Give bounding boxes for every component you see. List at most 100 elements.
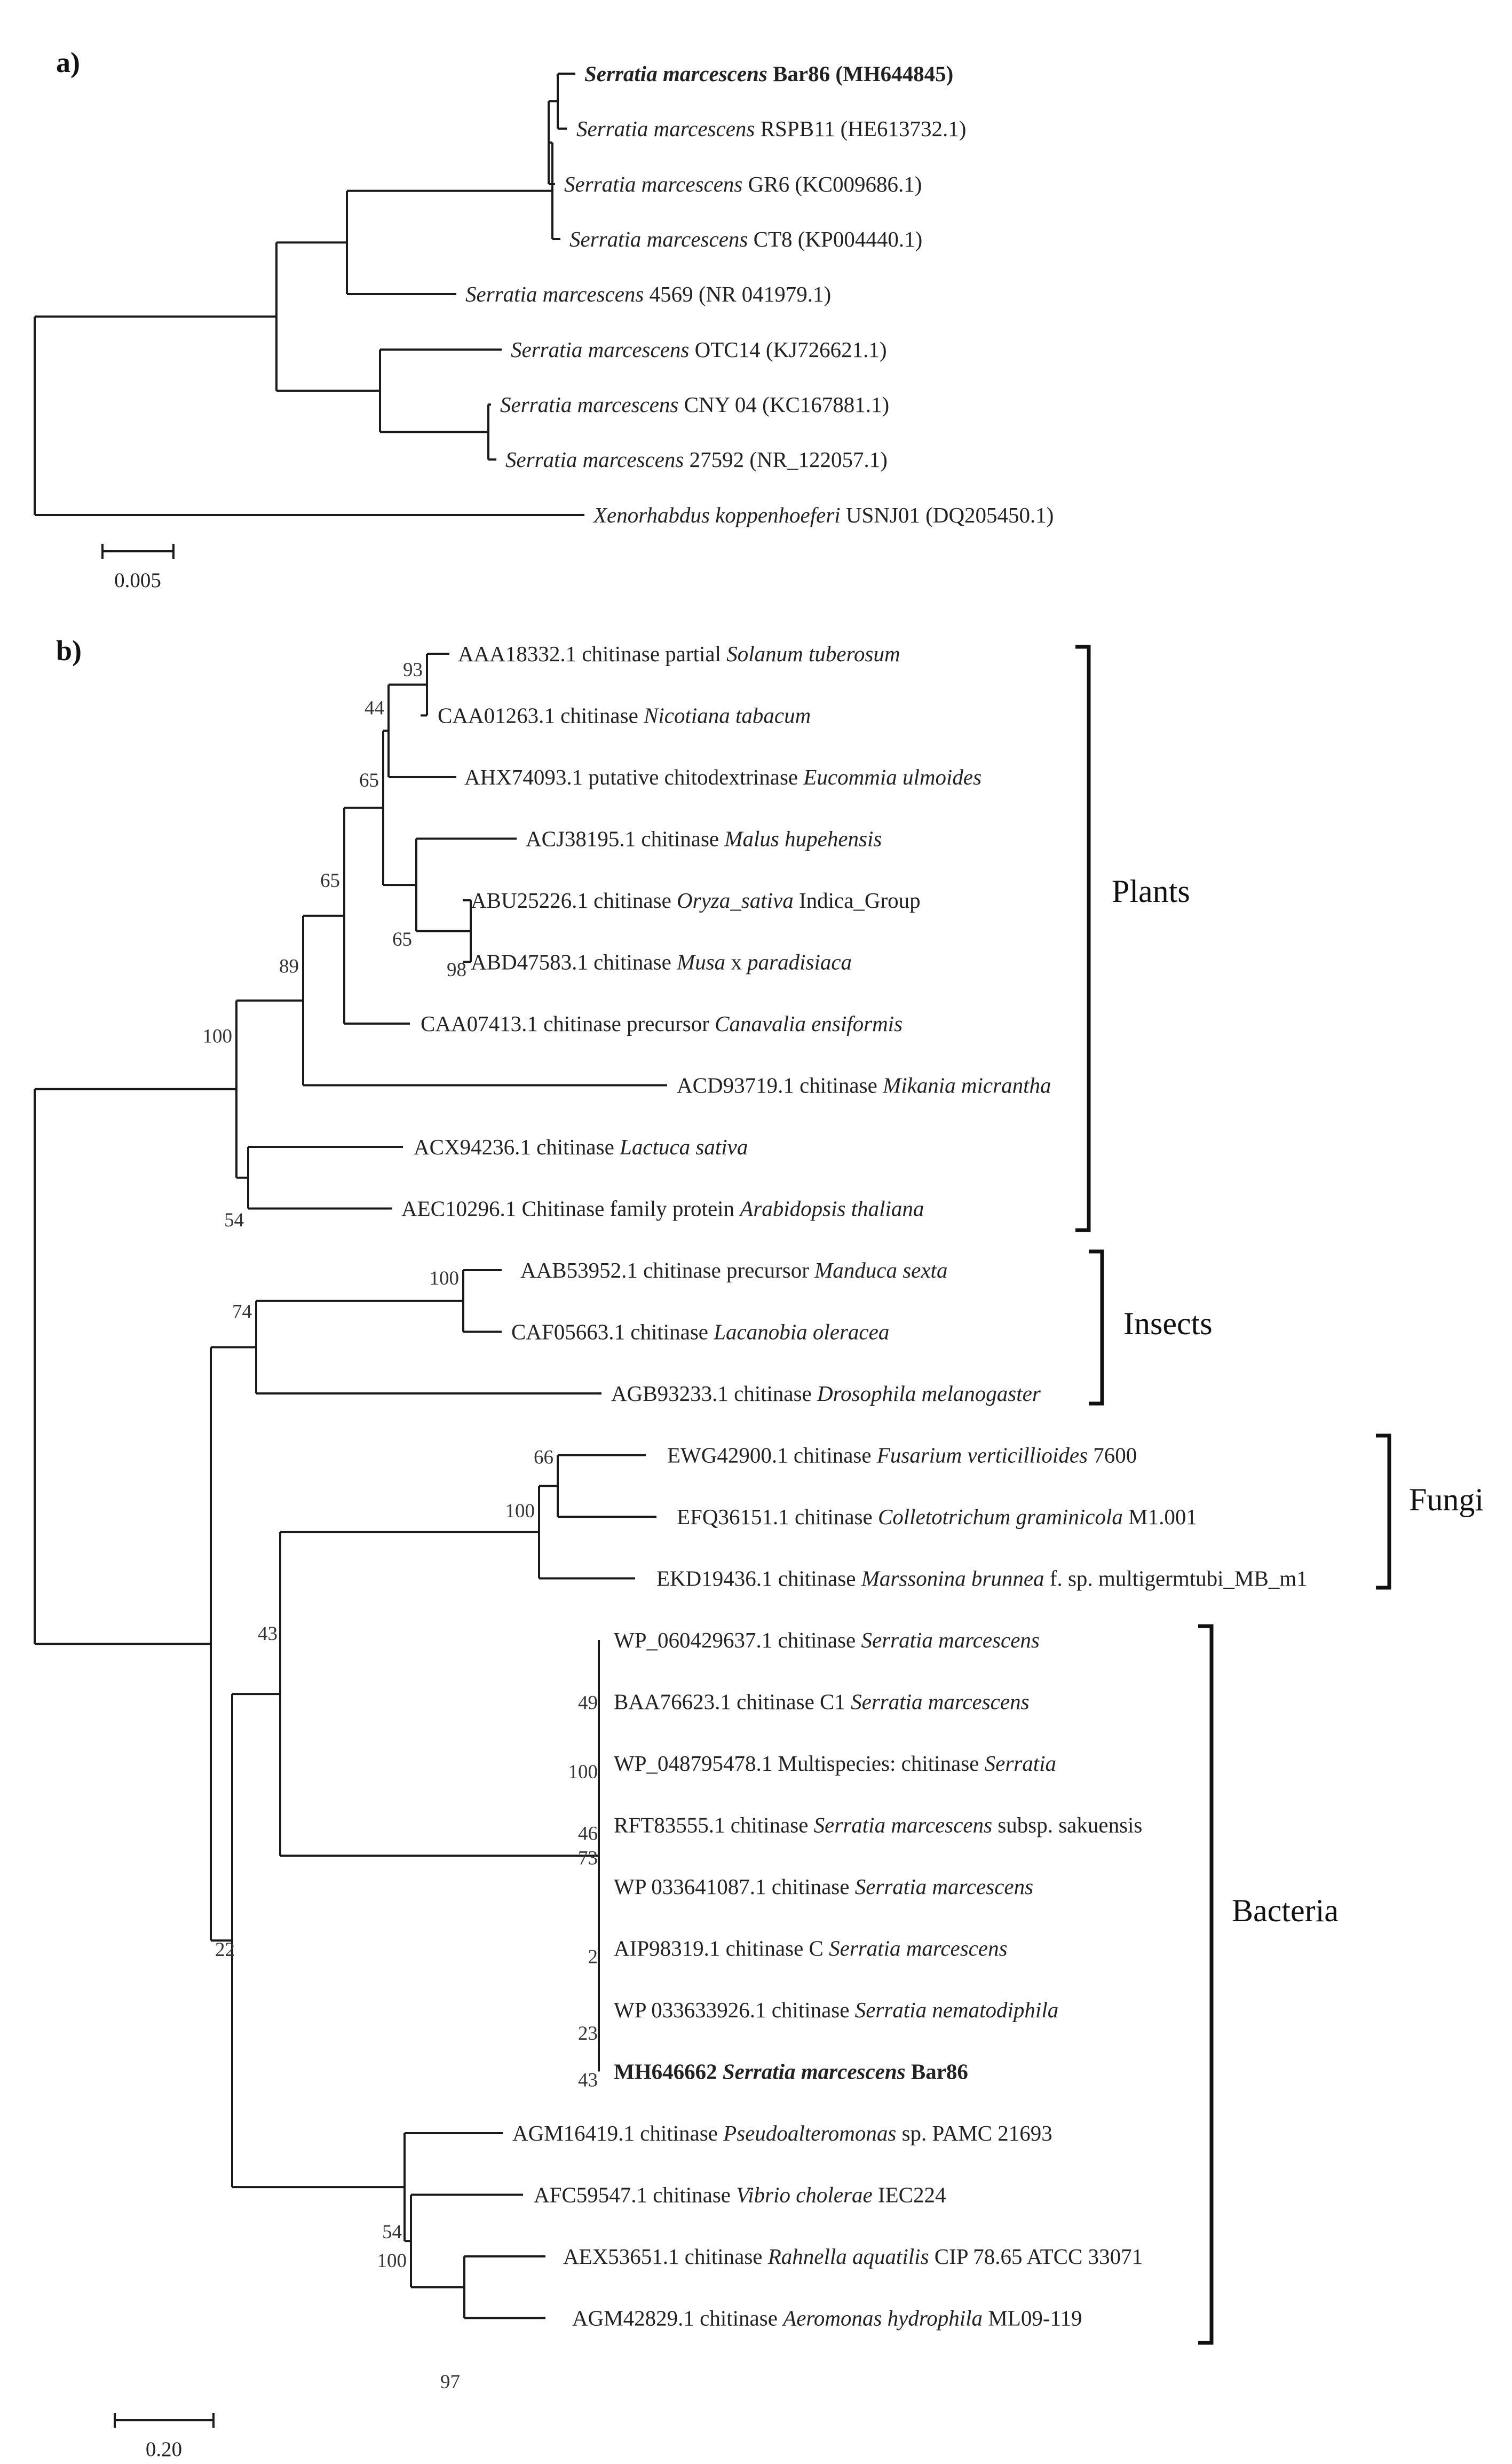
taxon-label-part: Serratia marcescens <box>829 1936 1007 1961</box>
taxon-label-part: AEX53651.1 chitinase <box>563 2244 768 2269</box>
bootstrap-value: 54 <box>224 1209 244 1231</box>
taxon-label-part: ACD93719.1 chitinase <box>677 1073 883 1098</box>
taxon-label-part: Serratia marcescens <box>505 447 684 472</box>
bootstrap-value: 65 <box>359 770 379 791</box>
bootstrap-value: 22 <box>215 1939 235 1961</box>
taxon-label-part: RSPB11 (HE613732.1) <box>755 116 966 141</box>
taxon-label: Serratia marcescens CNY 04 (KC167881.1) <box>500 392 889 417</box>
taxon-label: BAA76623.1 chitinase C1 Serratia marcesc… <box>614 1690 1030 1714</box>
bootstrap-value: 100 <box>377 2250 407 2272</box>
taxon-label: Serratia marcescens OTC14 (KJ726621.1) <box>511 337 887 362</box>
taxon-label-part: WP 033633926.1 chitinase <box>614 1998 855 2022</box>
taxon-label-part: AGM16419.1 chitinase <box>512 2121 723 2145</box>
taxon-label-part: Serratia marcescens <box>569 227 748 251</box>
taxon-label-part: Serratia marcescens <box>851 1690 1029 1714</box>
taxon-label: ABU25226.1 chitinase Oryza_sativa Indica… <box>471 888 921 913</box>
taxon-label-part: GR6 (KC009686.1) <box>742 172 922 196</box>
bootstrap-value: 2 <box>588 1946 598 1968</box>
taxon-label-part: CIP 78.65 ATCC 33071 <box>929 2244 1143 2269</box>
taxon-label-part: EFQ36151.1 chitinase <box>677 1504 878 1529</box>
taxon-label-part: Serratia marcescens <box>861 1628 1039 1652</box>
panel-a-label: a) <box>56 46 80 78</box>
taxon-label-part: RFT83555.1 chitinase <box>614 1813 814 1837</box>
taxon-label: ACD93719.1 chitinase Mikania micrantha <box>677 1073 1051 1098</box>
taxon-label-part: Serratia marcescens <box>500 392 678 417</box>
taxon-label-part: Serratia marcescens <box>855 1874 1033 1899</box>
taxon-label-part: M1.001 <box>1123 1504 1197 1529</box>
taxon-label-part: 7600 <box>1088 1443 1137 1468</box>
panel-b-scale-label: 0.20 <box>146 2438 182 2461</box>
taxon-label-part: Musa <box>676 950 725 974</box>
taxon-label: EKD19436.1 chitinase Marssonina brunnea … <box>656 1566 1308 1591</box>
taxon-label: Serratia marcescens GR6 (KC009686.1) <box>564 172 922 196</box>
taxon-label: AGM16419.1 chitinase Pseudoalteromonas s… <box>512 2121 1052 2145</box>
panel-b-bootstrap-values: 9344656565988910054100746610043491004673… <box>203 659 598 2393</box>
panel-b-scale-bar: 0.20 <box>114 2413 215 2461</box>
taxon-label-part: Fusarium verticillioides <box>876 1443 1088 1468</box>
group-bracket <box>1075 645 1091 1232</box>
bootstrap-value: 43 <box>578 2070 598 2091</box>
taxon-label-part: Eucommia ulmoides <box>803 765 981 789</box>
bootstrap-value: 74 <box>232 1301 252 1322</box>
bootstrap-value: 100 <box>203 1026 233 1048</box>
taxon-label: WP 033641087.1 chitinase Serratia marces… <box>614 1874 1033 1899</box>
taxon-label-part: USNJ01 (DQ205450.1) <box>841 503 1054 527</box>
taxon-label: WP_060429637.1 chitinase Serratia marces… <box>614 1628 1040 1652</box>
taxon-label-part: CAF05663.1 chitinase <box>511 1320 714 1344</box>
group-label: Insects <box>1123 1306 1213 1341</box>
taxon-label-part: ACX94236.1 chitinase <box>414 1135 620 1159</box>
panel-b-branches <box>34 653 667 2319</box>
taxon-label: MH646662 Serratia marcescens Bar86 <box>614 2059 968 2084</box>
taxon-label-part: ML09-119 <box>983 2306 1082 2331</box>
taxon-label-part: CAA01263.1 chitinase <box>438 703 644 728</box>
group-label: Plants <box>1112 874 1190 909</box>
taxon-label: Xenorhabdus koppenhoeferi USNJ01 (DQ2054… <box>592 503 1054 527</box>
taxon-label: AIP98319.1 chitinase C Serratia marcesce… <box>614 1936 1008 1961</box>
taxon-label-part: AGB93233.1 chitinase <box>611 1381 817 1406</box>
taxon-label-part: WP_048795478.1 Multispecies: chitinase <box>614 1751 985 1776</box>
taxon-label-part: Serratia marcescens <box>465 282 644 306</box>
bootstrap-value: 98 <box>447 959 466 981</box>
taxon-label-part: Serratia marcescens <box>584 61 767 86</box>
taxon-label-part: Aeromonas hydrophila <box>781 2306 983 2331</box>
bootstrap-value: 44 <box>365 697 384 719</box>
taxon-label: Serratia marcescens RSPB11 (HE613732.1) <box>576 116 966 141</box>
taxon-label: AEX53651.1 chitinase Rahnella aquatilis … <box>563 2244 1143 2269</box>
panel-b-tree: b) AAA18332.1 chitinase partial Solanum … <box>34 635 1484 2461</box>
taxon-label-part: Serratia <box>985 1751 1056 1776</box>
taxon-label: CAF05663.1 chitinase Lacanobia oleracea <box>511 1320 889 1344</box>
panel-b-taxon-labels: AAA18332.1 chitinase partial Solanum tub… <box>401 641 1308 2331</box>
taxon-label: AEC10296.1 Chitinase family protein Arab… <box>401 1197 924 1221</box>
taxon-label-part: IEC224 <box>873 2183 946 2207</box>
group-bracket <box>1089 1249 1104 1406</box>
bootstrap-value: 43 <box>258 1623 278 1645</box>
bootstrap-value: 65 <box>392 929 412 950</box>
taxon-label-part: sp. PAMC 21693 <box>896 2121 1052 2145</box>
taxon-label-part: AHX74093.1 putative chitodextrinase <box>464 765 803 789</box>
taxon-label-part: Serratia nematodiphila <box>855 1998 1059 2022</box>
taxon-label-part: 27592 (NR_122057.1) <box>684 447 888 472</box>
taxon-label-part: x <box>725 950 747 974</box>
taxon-label-part: ACJ38195.1 chitinase <box>526 827 724 851</box>
taxon-label: AGB93233.1 chitinase Drosophila melanoga… <box>611 1381 1041 1406</box>
taxon-label-part: paradisiaca <box>746 950 852 974</box>
taxon-label: AAA18332.1 chitinase partial Solanum tub… <box>458 641 900 666</box>
group-bracket <box>1376 1433 1391 1590</box>
bootstrap-value: 73 <box>578 1848 598 1869</box>
taxon-label-part: Canavalia ensiformis <box>715 1011 903 1036</box>
taxon-label: EWG42900.1 chitinase Fusarium verticilli… <box>667 1443 1137 1468</box>
taxon-label: ACX94236.1 chitinase Lactuca sativa <box>414 1135 748 1159</box>
taxon-label-part: WP 033641087.1 chitinase <box>614 1874 855 1899</box>
group-label: Fungi <box>1409 1482 1484 1517</box>
taxon-label: AAB53952.1 chitinase precursor Manduca s… <box>520 1258 947 1282</box>
taxon-label-part: EKD19436.1 chitinase <box>656 1566 861 1591</box>
taxon-label-part: ABU25226.1 chitinase <box>471 888 677 913</box>
bootstrap-value: 66 <box>534 1446 553 1468</box>
taxon-label: Serratia marcescens Bar86 (MH644845) <box>584 61 953 86</box>
bootstrap-value: 54 <box>382 2221 402 2243</box>
taxon-label-part: CAA07413.1 chitinase precursor <box>421 1011 715 1036</box>
taxon-label-part: ABD47583.1 chitinase <box>471 950 677 974</box>
bootstrap-value: 97 <box>440 2371 460 2393</box>
